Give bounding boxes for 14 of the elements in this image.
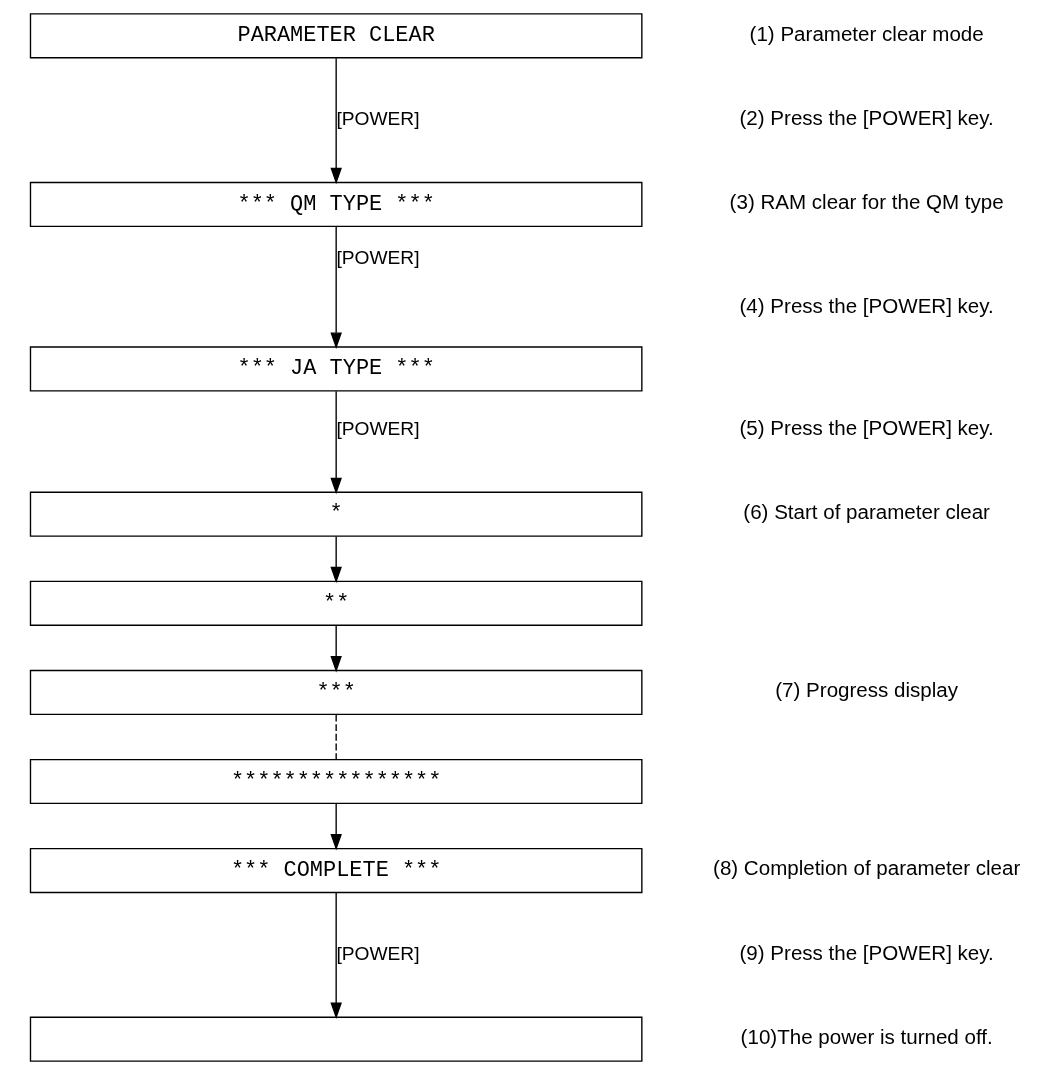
edge-label: [POWER] bbox=[336, 942, 420, 964]
label: (1) Parameter clear mode bbox=[749, 21, 984, 45]
label: (9) Press the [POWER] key. bbox=[739, 940, 994, 964]
label: (5) Press the [POWER] key. bbox=[739, 415, 994, 439]
edge-label: [POWER] bbox=[336, 417, 420, 439]
edge-label: [POWER] bbox=[336, 246, 420, 268]
label: (4) Press the [POWER] key. bbox=[739, 293, 994, 317]
edge-label: [POWER] bbox=[336, 108, 420, 130]
label: (8) Completion of parameter clear bbox=[713, 856, 1021, 880]
label: (6) Start of parameter clear bbox=[743, 499, 990, 523]
label: (7) Progress display bbox=[775, 678, 959, 702]
label: (2) Press the [POWER] key. bbox=[739, 105, 994, 129]
label: (3) RAM clear for the QM type bbox=[729, 190, 1004, 214]
label: (10)The power is turned off. bbox=[740, 1025, 993, 1048]
